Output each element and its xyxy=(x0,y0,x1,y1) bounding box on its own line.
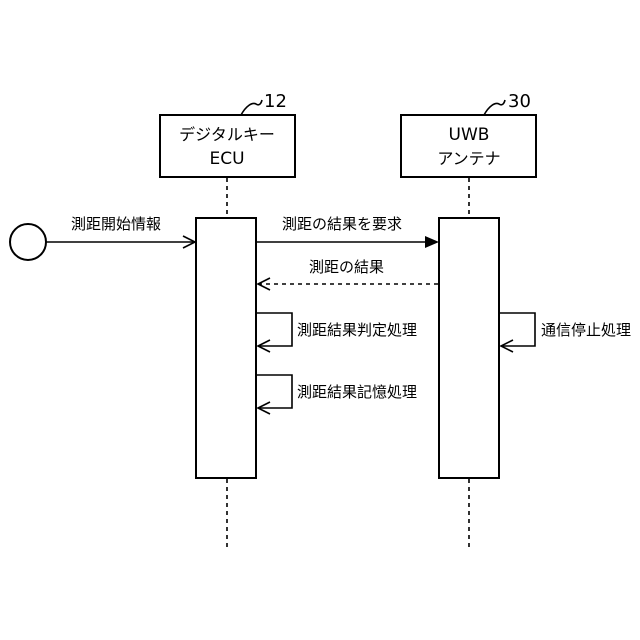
message-result: 測距の結果 xyxy=(258,258,438,290)
store-label: 測距結果記憶処理 xyxy=(297,383,417,401)
message-start: 測距開始情報 xyxy=(10,215,195,260)
start-node xyxy=(10,224,46,260)
uwb-activation-bar xyxy=(439,218,499,478)
request-arrowhead xyxy=(425,236,439,248)
stop-loop-line xyxy=(499,313,535,346)
self-message-store: 測距結果記憶処理 xyxy=(256,375,417,414)
self-message-stop: 通信停止処理 xyxy=(499,313,631,352)
participant-uwb-antenna: 30 UWB アンテナ xyxy=(401,91,536,548)
request-label: 測距の結果を要求 xyxy=(282,215,402,233)
result-label: 測距の結果 xyxy=(309,258,384,276)
uwb-ref-leader xyxy=(484,100,505,115)
message-request: 測距の結果を要求 xyxy=(256,215,439,248)
uwb-name-line1: UWB xyxy=(449,125,490,145)
store-loop-line xyxy=(256,375,292,408)
judge-loop-line xyxy=(256,313,292,346)
ecu-activation-bar xyxy=(196,218,256,478)
self-message-judge: 測距結果判定処理 xyxy=(256,313,417,352)
uwb-ref-number: 30 xyxy=(508,91,531,112)
stop-label: 通信停止処理 xyxy=(541,321,631,339)
ecu-ref-leader xyxy=(241,100,262,115)
participant-ecu: 12 デジタルキー ECU xyxy=(160,91,295,548)
judge-label: 測距結果判定処理 xyxy=(297,321,417,339)
ecu-name-line1: デジタルキー xyxy=(179,125,275,144)
start-label: 測距開始情報 xyxy=(71,215,161,233)
uwb-name-line2: アンテナ xyxy=(437,149,500,168)
ecu-name-line2: ECU xyxy=(209,149,244,169)
ecu-ref-number: 12 xyxy=(264,91,287,112)
